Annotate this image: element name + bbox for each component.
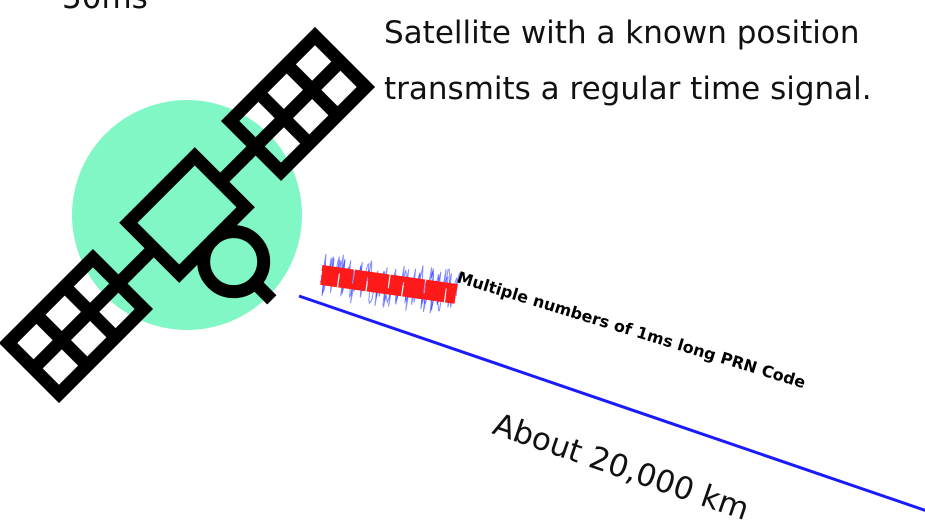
caption-line-2: transmits a regular time signal.	[384, 71, 872, 107]
satellite-icon	[0, 26, 376, 404]
top-left-label: 50ms	[62, 0, 148, 16]
prn-signal-icon	[319, 253, 460, 314]
distance-label: About 20,000 km	[488, 407, 753, 526]
signal-path-line	[298, 294, 925, 512]
caption-line-1: Satellite with a known position	[384, 15, 860, 51]
prn-code-label: Multiple numbers of 1ms long PRN Code	[455, 268, 808, 392]
